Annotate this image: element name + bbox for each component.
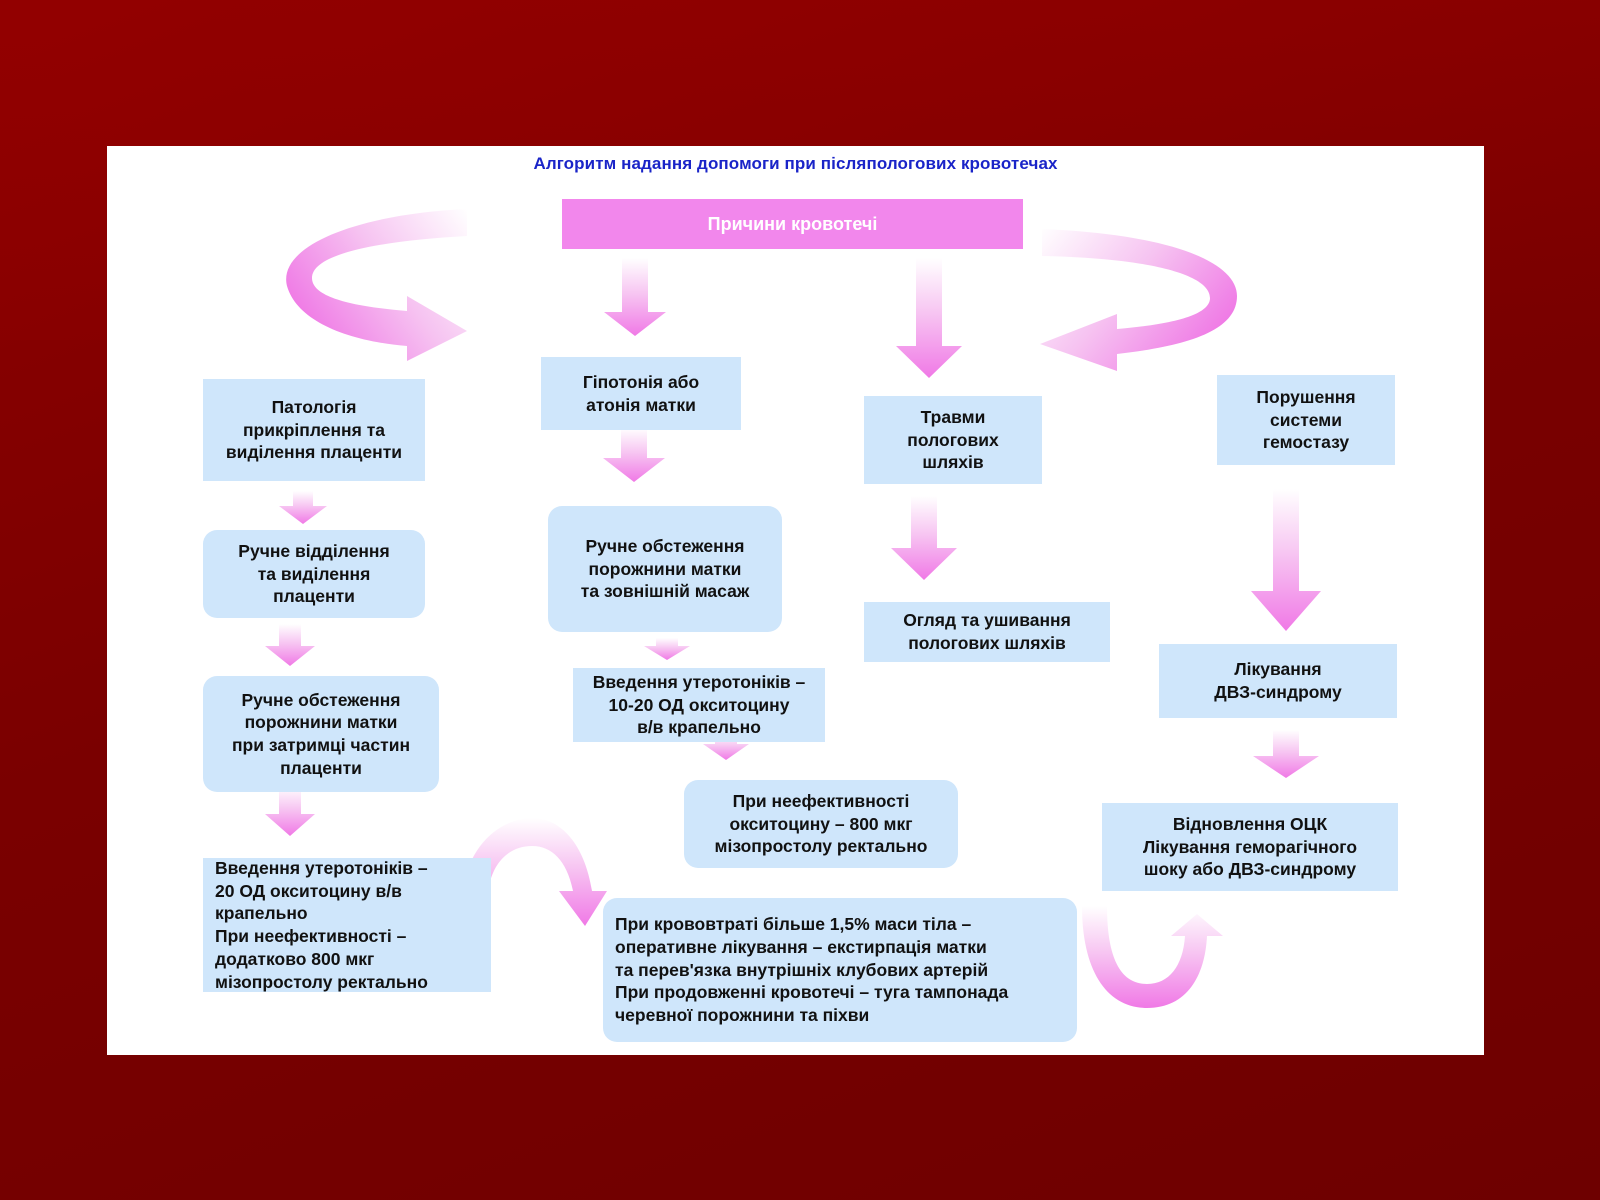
down-arrow xyxy=(703,734,749,760)
cause-birth-canal-trauma: Травми пологових шляхів xyxy=(864,396,1042,484)
u-turn-arrow xyxy=(1082,906,1223,1008)
down-arrow xyxy=(891,496,957,580)
step-restore-volume: Відновлення ОЦК Лікування геморагічного … xyxy=(1102,803,1398,891)
final-surgical-treatment: При крововтраті більше 1,5% маси тіла – … xyxy=(603,898,1077,1042)
cause-uterine-atony: Гіпотонія або атонія матки xyxy=(541,357,741,430)
step-uterus-exam-massage: Ручне обстеження порожнини матки та зовн… xyxy=(548,506,782,632)
step-uterotonics-20: Введення утеротоніків – 20 ОД окситоцину… xyxy=(203,858,491,992)
causes-header: Причини кровотечі xyxy=(562,199,1023,249)
step-misoprostol: При неефективності окситоцину – 800 мкг … xyxy=(684,780,958,868)
down-arrow xyxy=(265,786,315,836)
step-manual-placenta-removal: Ручне відділення та виділення плаценти xyxy=(203,530,425,618)
down-arrow xyxy=(604,258,666,336)
down-arrow xyxy=(644,638,690,660)
cause-hemostasis-disorder: Порушення системи гемостазу xyxy=(1217,375,1395,465)
step-manual-uterus-exam: Ручне обстеження порожнини матки при зат… xyxy=(203,676,439,792)
arch-arrow xyxy=(462,818,607,926)
flow-arrows xyxy=(265,209,1321,1008)
cause-placenta-pathology: Патологія прикріплення та виділення плац… xyxy=(203,379,425,481)
curved-arrow-right xyxy=(1040,229,1237,371)
down-arrow xyxy=(603,428,665,482)
step-uterotonics-10-20: Введення утеротоніків – 10-20 ОД окситоц… xyxy=(573,668,825,742)
step-dic-treatment: Лікування ДВЗ-синдрому xyxy=(1159,644,1397,718)
down-arrow xyxy=(1253,730,1319,778)
curved-arrow-left xyxy=(286,209,467,361)
down-arrow xyxy=(265,624,315,666)
down-arrow xyxy=(1251,489,1321,631)
diagram-panel: Алгоритм надання допомоги при післяполог… xyxy=(107,146,1484,1055)
step-inspect-suture: Огляд та ушивання пологових шляхів xyxy=(864,602,1110,662)
down-arrow xyxy=(279,491,327,524)
down-arrow xyxy=(896,258,962,378)
diagram-title: Алгоритм надання допомоги при післяполог… xyxy=(533,154,1058,173)
